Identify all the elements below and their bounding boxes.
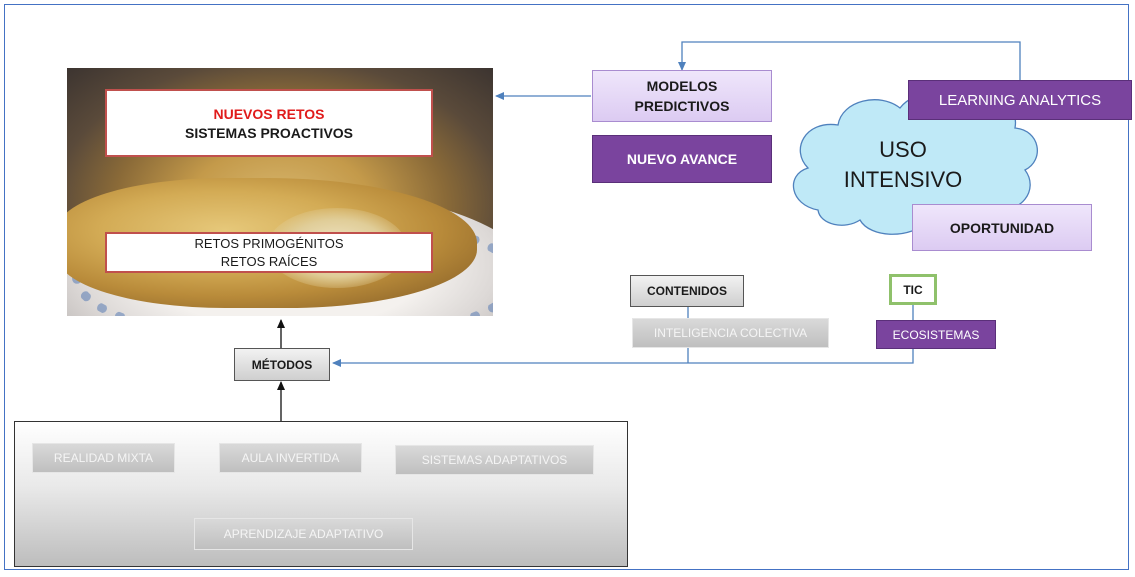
oportunidad-node: OPORTUNIDAD bbox=[912, 204, 1092, 251]
aula-invertida-item: AULA INVERTIDA bbox=[219, 443, 362, 473]
aula-invertida-label: AULA INVERTIDA bbox=[241, 451, 340, 465]
nuevos-retos-label: NUEVOS RETOS bbox=[213, 105, 325, 122]
modelos-predictivos-label: MODELOS PREDICTIVOS bbox=[634, 78, 730, 114]
sistemas-adaptativos-label: SISTEMAS ADAPTATIVOS bbox=[421, 453, 568, 467]
nuevo-avance-label: NUEVO AVANCE bbox=[626, 151, 738, 167]
contenidos-node: CONTENIDOS bbox=[630, 275, 744, 307]
metodos-label: MÉTODOS bbox=[251, 357, 313, 372]
connector-to-metodos bbox=[333, 348, 914, 363]
aprendizaje-adaptativo-item: APRENDIZAJE ADAPTATIVO bbox=[194, 518, 413, 550]
metodos-node: MÉTODOS bbox=[234, 348, 330, 381]
nuevo-avance-node: NUEVO AVANCE bbox=[592, 135, 772, 183]
learning-analytics-label: LEARNING ANALYTICS bbox=[938, 91, 1102, 109]
contenidos-label: CONTENIDOS bbox=[646, 284, 727, 298]
modelos-predictivos-node: MODELOS PREDICTIVOS bbox=[592, 70, 772, 122]
realidad-mixta-item: REALIDAD MIXTA bbox=[32, 443, 175, 473]
oportunidad-label: OPORTUNIDAD bbox=[949, 219, 1055, 236]
connector-learning-to-modelos bbox=[678, 41, 1021, 80]
retos-raices-label: RETOS RAÍCES bbox=[220, 253, 318, 269]
sistemas-proactivos-label: SISTEMAS PROACTIVOS bbox=[184, 124, 354, 141]
nuevos-retos-box: NUEVOS RETOS SISTEMAS PROACTIVOS bbox=[105, 89, 433, 157]
inteligencia-colectiva-label: INTELIGENCIA COLECTIVA bbox=[653, 326, 808, 340]
retos-primogenitos-label: RETOS PRIMOGÉNITOS bbox=[194, 235, 344, 251]
ecosistemas-label: ECOSISTEMAS bbox=[892, 327, 980, 342]
diagram-frame bbox=[4, 4, 1129, 570]
ecosistemas-node: ECOSISTEMAS bbox=[876, 320, 996, 349]
uso-intensivo-text: USO INTENSIVO bbox=[828, 130, 978, 200]
realidad-mixta-label: REALIDAD MIXTA bbox=[53, 451, 154, 465]
learning-analytics-node: LEARNING ANALYTICS bbox=[908, 80, 1132, 120]
retos-primogenitos-box: RETOS PRIMOGÉNITOS RETOS RAÍCES bbox=[105, 232, 433, 273]
uso-label: USO bbox=[879, 137, 927, 162]
tic-node: TIC bbox=[889, 274, 937, 305]
sistemas-adaptativos-item: SISTEMAS ADAPTATIVOS bbox=[395, 445, 594, 475]
inteligencia-colectiva-node: INTELIGENCIA COLECTIVA bbox=[632, 318, 829, 348]
tic-label: TIC bbox=[903, 282, 923, 297]
intensivo-label: INTENSIVO bbox=[843, 167, 963, 192]
aprendizaje-adaptativo-label: APRENDIZAJE ADAPTATIVO bbox=[223, 527, 384, 541]
